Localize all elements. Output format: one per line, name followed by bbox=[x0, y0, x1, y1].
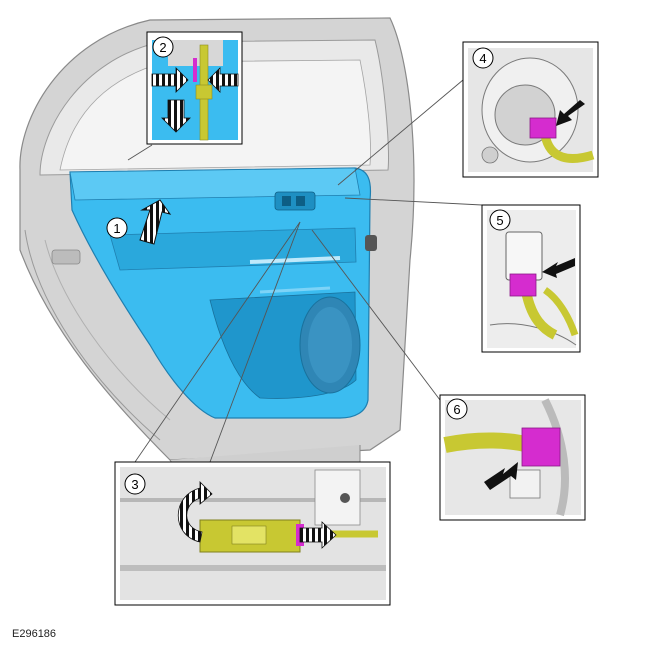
detail-2: 2 bbox=[146, 31, 243, 145]
pull-down-arrow-icon bbox=[161, 99, 191, 133]
pull-arrow-icon bbox=[139, 199, 172, 245]
rotate-arrow-icon bbox=[177, 481, 213, 543]
figure-id-label: E296186 bbox=[12, 628, 57, 640]
detail-4: 4 bbox=[462, 41, 599, 178]
callout-4: 4 bbox=[479, 51, 486, 66]
callout-6: 6 bbox=[453, 402, 460, 417]
detail-5: 5 bbox=[481, 204, 581, 353]
callout-2: 2 bbox=[159, 40, 166, 55]
callout-1: 1 bbox=[113, 221, 120, 236]
callout-3: 3 bbox=[131, 477, 138, 492]
detail-6: 6 bbox=[439, 394, 586, 521]
squeeze-right-arrow-icon bbox=[151, 67, 189, 93]
callout-5: 5 bbox=[496, 213, 503, 228]
pull-out-arrow-icon bbox=[299, 521, 337, 549]
detail-3: 3 bbox=[114, 461, 391, 606]
leader-lines bbox=[127, 79, 483, 463]
push-arrow-icon-3 bbox=[484, 462, 518, 490]
callout-1-group: 1 bbox=[106, 199, 172, 245]
push-arrow-icon bbox=[556, 100, 585, 126]
push-arrow-icon-2 bbox=[542, 258, 575, 278]
squeeze-left-arrow-icon bbox=[207, 67, 239, 93]
